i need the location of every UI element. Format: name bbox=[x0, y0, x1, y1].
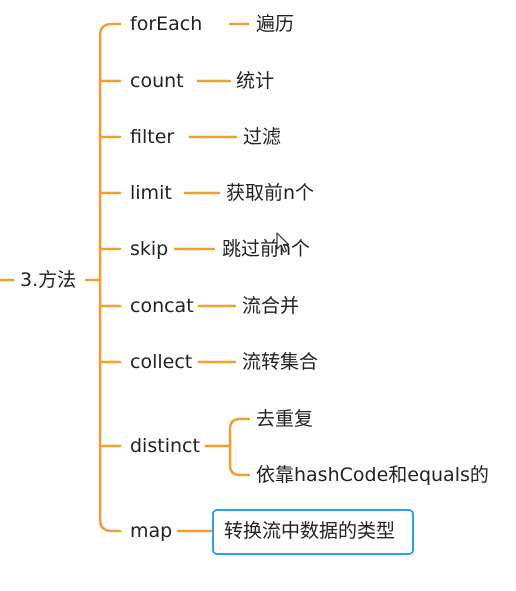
distinct-bracket bbox=[228, 417, 251, 477]
note-node-limit[interactable]: 获取前n个 bbox=[226, 182, 315, 204]
note-node-distinct-dedupe[interactable]: 去重复 bbox=[256, 408, 314, 430]
note-node-skip[interactable]: 跳过前n个 bbox=[222, 238, 311, 260]
note-node-map[interactable]: 转换流中数据的类型 bbox=[224, 520, 396, 542]
root-node[interactable]: 3.方法 bbox=[20, 269, 77, 291]
method-node-filter[interactable]: filter bbox=[130, 126, 175, 148]
note-node-collect[interactable]: 流转集合 bbox=[242, 351, 319, 373]
note-node-filter[interactable]: 过滤 bbox=[243, 126, 282, 148]
trunk-top bbox=[98, 22, 122, 282]
note-node-count[interactable]: 统计 bbox=[236, 70, 275, 92]
method-node-concat[interactable]: concat bbox=[130, 295, 194, 317]
method-node-skip[interactable]: skip bbox=[130, 238, 169, 260]
method-node-distinct[interactable]: distinct bbox=[130, 435, 200, 457]
note-node-concat[interactable]: 流合并 bbox=[242, 295, 300, 317]
note-node-distinct-rule[interactable]: 依靠hashCode和equals的 bbox=[256, 464, 489, 486]
note-node-foreach[interactable]: 遍历 bbox=[256, 13, 295, 35]
method-node-collect[interactable]: collect bbox=[130, 351, 193, 373]
method-node-count[interactable]: count bbox=[130, 70, 184, 92]
method-node-foreach[interactable]: forEach bbox=[130, 13, 203, 35]
note-node-map-highlight[interactable] bbox=[212, 509, 414, 555]
method-node-limit[interactable]: limit bbox=[130, 182, 172, 204]
method-node-map[interactable]: map bbox=[130, 520, 173, 542]
trunk-bottom bbox=[98, 278, 122, 533]
mouse-pointer-icon bbox=[276, 232, 290, 253]
